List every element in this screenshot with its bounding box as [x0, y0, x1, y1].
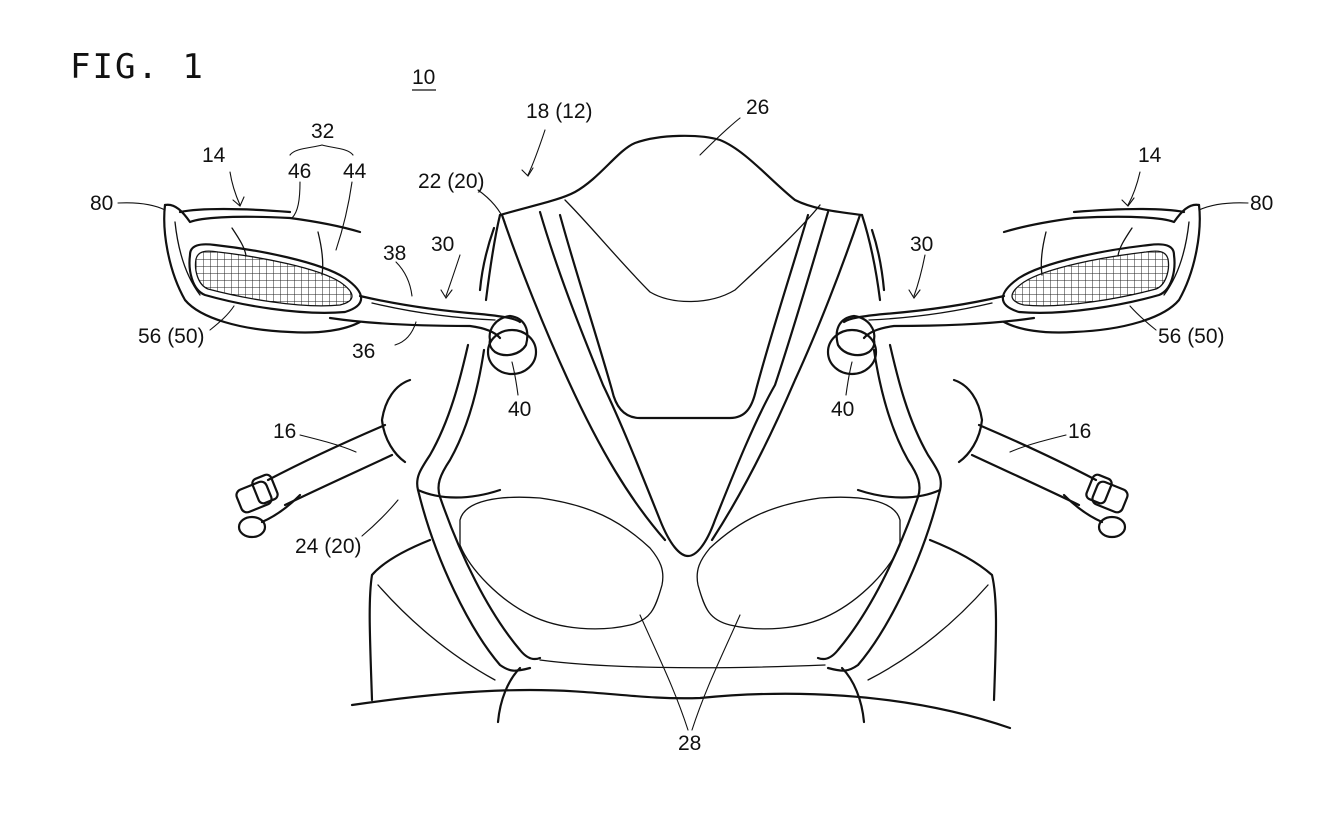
label-38: 38	[383, 242, 406, 265]
label-80-left: 80	[90, 192, 113, 215]
label-80-right: 80	[1250, 192, 1273, 215]
label-40-left: 40	[508, 398, 531, 421]
left-mirror	[163, 203, 538, 376]
label-24-20: 24 (20)	[295, 535, 362, 558]
label-36: 36	[352, 340, 375, 363]
label-16-right: 16	[1068, 420, 1091, 443]
label-44: 44	[343, 160, 367, 183]
handlebars	[235, 378, 1129, 539]
label-14-left: 14	[202, 144, 226, 167]
figure-title: FIG. 1	[70, 47, 205, 87]
label-30-left: 30	[431, 233, 454, 256]
upper-cowl	[478, 210, 886, 558]
label-30-right: 30	[910, 233, 933, 256]
label-40-right: 40	[831, 398, 854, 421]
label-26: 26	[746, 96, 769, 119]
label-46: 46	[288, 160, 311, 183]
label-32: 32	[311, 120, 334, 143]
label-16-left: 16	[273, 420, 296, 443]
reference-number: 10	[412, 66, 435, 89]
leader-lines	[117, 117, 1249, 731]
lower-body	[350, 496, 1012, 730]
right-mirror	[826, 203, 1201, 376]
label-22-20: 22 (20)	[418, 170, 485, 193]
label-14-right: 14	[1138, 144, 1162, 167]
windscreen	[498, 134, 864, 303]
label-18-12: 18 (12)	[526, 100, 593, 123]
side-ducts	[416, 343, 942, 672]
label-56-50-left: 56 (50)	[138, 325, 205, 348]
label-56-50-right: 56 (50)	[1158, 325, 1225, 348]
label-28: 28	[678, 732, 701, 755]
